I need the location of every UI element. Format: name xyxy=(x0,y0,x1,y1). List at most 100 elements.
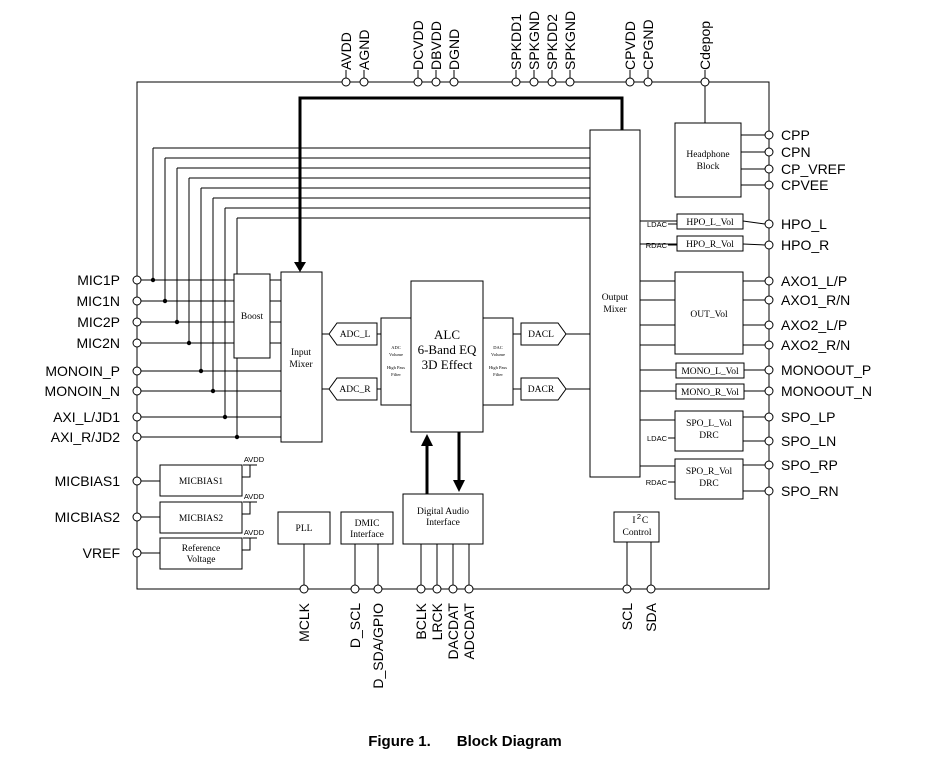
hpo-l-vol-block xyxy=(676,213,744,230)
top-pin-label: DCVDD xyxy=(410,20,426,70)
right-pin-7 xyxy=(764,295,774,305)
bottom-pin-6 xyxy=(464,584,474,594)
top-pin-0 xyxy=(341,77,351,87)
bottom-pin-label: LRCK xyxy=(429,602,445,640)
right-pin-label: AXO1_R/N xyxy=(781,292,850,308)
bottom-pin-label: SCL xyxy=(619,603,635,630)
input-mixer-label-line-1: Mixer xyxy=(289,360,313,370)
left-pin-label: MIC2P xyxy=(77,314,120,330)
ldac-label-1: LDAC xyxy=(647,220,668,229)
top-pin-label: AGND xyxy=(356,30,372,70)
reference-block xyxy=(159,537,243,570)
left-pin-10 xyxy=(132,548,142,558)
left-pin-3 xyxy=(132,338,142,348)
dacr-label: DACR xyxy=(528,385,555,395)
top-pin-label: SPKGND xyxy=(562,11,578,70)
output-mixer-label-line-0: Output xyxy=(602,293,629,303)
spo-l-label-line-0: SPO_L_Vol xyxy=(686,419,732,429)
right-pin-label: AXO1_L/P xyxy=(781,273,847,289)
ldac-label-2: LDAC xyxy=(647,434,668,443)
input-junction xyxy=(150,277,156,283)
dai-label-line-1: Interface xyxy=(426,517,460,528)
avdd-2-label: AVDD xyxy=(244,492,265,501)
right-pin-0 xyxy=(764,130,774,140)
mono-r-vol-block xyxy=(675,383,745,400)
i2c-label-ctrl: Control xyxy=(622,528,651,538)
hpo-r-vol-label: HPO_R_Vol xyxy=(686,240,734,250)
right-pin-10 xyxy=(764,365,774,375)
alc-text: 6-Band EQ xyxy=(418,342,477,357)
adc-volume-text: ADC xyxy=(391,345,401,350)
right-pin-5 xyxy=(764,240,774,250)
right-pin-label: CPP xyxy=(781,127,810,143)
top-pin-label: SPKGND xyxy=(526,11,542,70)
input-junction xyxy=(198,368,204,374)
top-pin-1 xyxy=(359,77,369,87)
input-junction xyxy=(210,388,216,394)
avdd-3-label: AVDD xyxy=(244,528,265,537)
top-pin-2 xyxy=(413,77,423,87)
left-pin-label: MONOIN_N xyxy=(45,383,120,399)
dmic-label-line-1: Interface xyxy=(350,529,384,540)
bottom-pin-5 xyxy=(448,584,458,594)
left-pin-label: MONOIN_P xyxy=(45,363,120,379)
bottom-pin-2 xyxy=(373,584,383,594)
right-pin-label: SPO_LP xyxy=(781,409,835,425)
right-pin-label: MONOOUT_N xyxy=(781,383,872,399)
right-pin-label: AXO2_L/P xyxy=(781,317,847,333)
right-pin-15 xyxy=(764,486,774,496)
reference-label-line-0: Reference xyxy=(182,543,221,554)
rdac-label-2: RDAC xyxy=(646,478,668,487)
top-pin-label: DBVDD xyxy=(428,21,444,70)
adc-r-block xyxy=(328,377,378,401)
right-pin-label: SPO_RN xyxy=(781,483,839,499)
hpo-l-out xyxy=(742,220,766,225)
output-mixer-label-line-1: Mixer xyxy=(603,305,627,315)
dai-block xyxy=(402,493,484,545)
dac-volume-text: High Pass xyxy=(489,365,507,370)
right-pin-label: CPN xyxy=(781,144,811,160)
input-junction xyxy=(174,319,180,325)
adc-l-label: ADC_L xyxy=(340,330,371,340)
dac-volume-text: DAC xyxy=(493,345,503,350)
bottom-pin-label: MCLK xyxy=(296,602,312,642)
headphone-block xyxy=(674,122,742,198)
adc-volume-text: Volume xyxy=(389,352,403,357)
bottom-pin-0 xyxy=(299,584,309,594)
dai-label-line-0: Digital Audio xyxy=(417,507,469,517)
mono-l-vol-label: MONO_L_Vol xyxy=(681,367,739,377)
adc-volume-text: Filter xyxy=(391,372,401,377)
avdd-1-label: AVDD xyxy=(244,455,265,464)
hpo-r-vol-block xyxy=(676,235,744,252)
avdd-2-wire xyxy=(242,502,251,515)
hpo-r-out xyxy=(742,243,766,246)
right-pin-6 xyxy=(764,276,774,286)
dac-volume-text: Filter xyxy=(493,372,503,377)
top-pin-label: SPKDD1 xyxy=(508,14,524,70)
left-pin-label: AXI_L/JD1 xyxy=(53,409,120,425)
spo-l-label-line-1: DRC xyxy=(699,431,719,441)
top-pin-5 xyxy=(511,77,521,87)
adc-volume-text: High Pass xyxy=(387,365,405,370)
dac-volume-block xyxy=(482,317,514,406)
left-pin-8 xyxy=(132,476,142,486)
dacl-block xyxy=(520,322,567,346)
bottom-pin-7 xyxy=(622,584,632,594)
top-pin-label: Cdepop xyxy=(697,21,713,70)
boost-block xyxy=(233,273,271,359)
dmic-label-line-0: DMIC xyxy=(355,519,380,529)
dac-volume-text: Volume xyxy=(491,352,505,357)
pin-connectors xyxy=(132,77,774,594)
right-pin-label: AXO2_R/N xyxy=(781,337,850,353)
bottom-pin-4 xyxy=(432,584,442,594)
bottom-pin-label: D_SCL xyxy=(347,603,363,648)
left-pin-9 xyxy=(132,512,142,522)
left-pin-0 xyxy=(132,275,142,285)
spo-r-label-line-1: DRC xyxy=(699,479,719,489)
rdac-label-1: RDAC xyxy=(646,241,668,250)
bottom-pin-label: ADCDAT xyxy=(461,603,477,660)
right-pin-9 xyxy=(764,340,774,350)
